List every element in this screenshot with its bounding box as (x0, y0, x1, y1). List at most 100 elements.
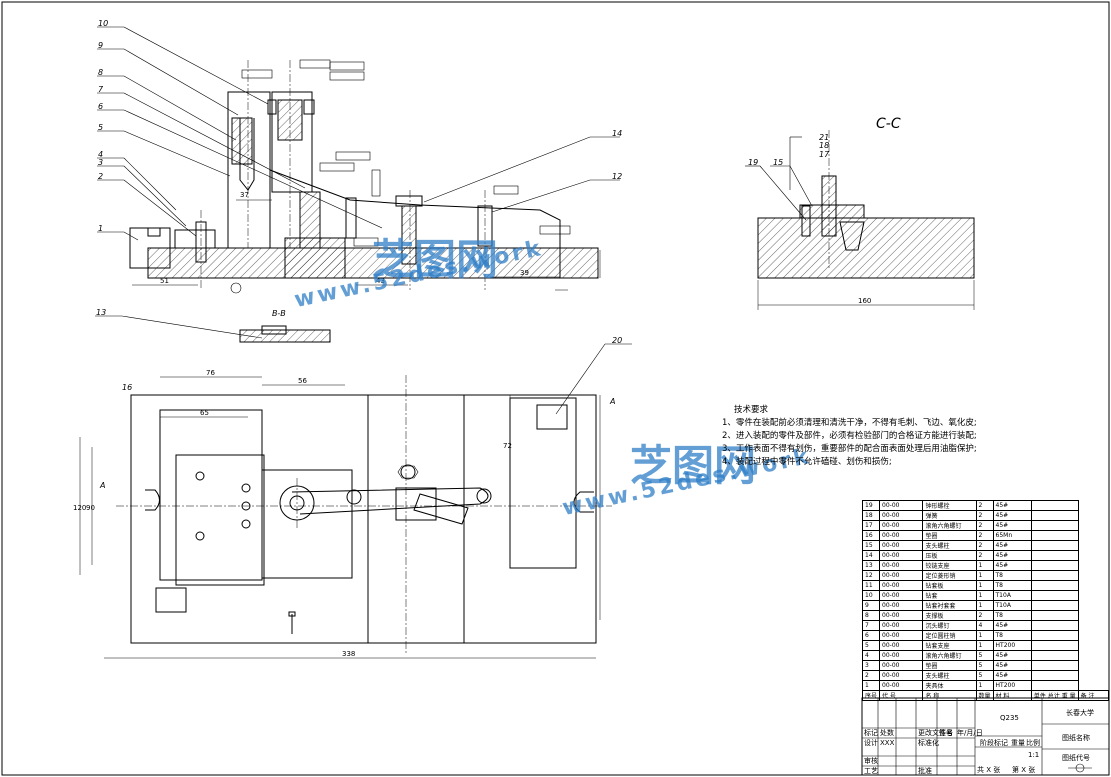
bom-cell: T8 (992, 630, 1032, 641)
watermark-cn-2: 芝图网 (630, 441, 757, 490)
dim-plan-56: 56 (298, 377, 307, 385)
dim-plan-120: 120 (73, 504, 86, 512)
tech-notes: 技术要求 1、零件在装配前必须清理和清洗干净，不得有毛刺、飞边、氧化皮; 2、进… (722, 404, 1062, 469)
tech-note-1: 1、零件在装配前必须清理和清洗干净，不得有毛刺、飞边、氧化皮; (722, 418, 977, 428)
bom-cell: 3 (861, 660, 881, 671)
bom-cell: 定位圆柱销 (922, 630, 977, 641)
bom-cell: 45# (992, 540, 1032, 551)
bom-cell: 钟形螺栓 (922, 500, 977, 511)
bom-cell: 1 (975, 560, 994, 571)
bom-cell: 19 (861, 500, 881, 511)
bom-cell: 9 (861, 600, 881, 611)
tb-stage: 阶段标记 (980, 738, 1008, 747)
balloon-8: 8 (98, 68, 103, 77)
bom-cell: 00-00 (879, 510, 924, 521)
bom-cell: 00-00 (879, 530, 924, 541)
balloon-leaders (95, 26, 813, 415)
tb-ratio: 比例 (1026, 738, 1040, 747)
balloon-13: 13 (96, 308, 106, 317)
dim-front-left: 51 (160, 277, 169, 285)
bom-cell: 00-00 (879, 620, 924, 631)
bom-cell (1030, 630, 1079, 641)
bom-cell: 钻套衬套套 (922, 600, 977, 611)
tb-sheet: 第 X 张 (1012, 765, 1035, 774)
dim-plan-90: 90 (86, 504, 95, 512)
bom-cell: 00-00 (879, 580, 924, 591)
bom-cell: 00-00 (879, 520, 924, 531)
bom-cell: 00-00 (879, 590, 924, 601)
bom-cell: 弹簧 (922, 510, 977, 521)
bom-cell: 18 (861, 510, 881, 521)
bom-cell: T10A (992, 590, 1032, 601)
bom-cell: 00-00 (879, 600, 924, 611)
dim-plan-76: 76 (206, 369, 215, 377)
section-c-title: C-C (876, 116, 901, 132)
balloon-3: 3 (98, 158, 103, 167)
balloon-15-c: 15 (773, 158, 783, 167)
front-view (129, 59, 601, 343)
bom-cell: 垫圈 (922, 530, 977, 541)
dim-plan-total: 338 (342, 650, 355, 658)
bom-cell: 5 (975, 660, 994, 671)
tb-sheets: 共 X 张 (977, 765, 1000, 774)
view-a-label: A (99, 481, 105, 490)
bom-cell: 17 (861, 520, 881, 531)
bom-cell: 1 (975, 680, 994, 691)
bom-cell: 7 (861, 620, 881, 631)
bom-cell: 沉头螺钉 (922, 620, 977, 631)
bom-cell: 6 (861, 630, 881, 641)
bom-cell (1030, 660, 1079, 671)
bom-cell: 00-00 (879, 660, 924, 671)
watermark-cn-1: 芝图网 (372, 235, 499, 284)
bom-cell: 45# (992, 560, 1032, 571)
bom-cell (1030, 590, 1079, 601)
bom-cell: HT200 (992, 680, 1032, 691)
bom-cell: 00-00 (879, 560, 924, 571)
bom-cell: 材 料 (992, 690, 1032, 701)
bom-cell: 2 (975, 500, 994, 511)
balloon-16: 16 (122, 383, 132, 392)
bom-cell: 12 (861, 570, 881, 581)
dim-plan-72: 72 (503, 442, 512, 450)
tb-date: 年/月/日 (957, 728, 983, 737)
tech-notes-title: 技术要求 (734, 405, 769, 415)
bom-cell: 00-00 (879, 500, 924, 511)
balloon-18-c: 18 (819, 141, 829, 150)
balloon-2: 2 (98, 172, 103, 181)
balloon-14: 14 (612, 129, 622, 138)
bom-cell: 10 (861, 590, 881, 601)
balloon-20: 20 (612, 336, 622, 345)
bom-cell: 00-00 (879, 630, 924, 641)
bom-cell: 00-00 (879, 550, 924, 561)
bom-cell: 钻套支座 (922, 640, 977, 651)
balloon-9: 9 (98, 41, 103, 50)
balloon-12: 12 (612, 172, 622, 181)
bom-cell: 支撑板 (922, 610, 977, 621)
bom-cell: 钻套板 (922, 580, 977, 591)
bom-cell: 备 注 (1077, 690, 1110, 701)
bom-cell: 45# (992, 500, 1032, 511)
dim-front-right: 39 (520, 269, 529, 277)
tech-note-4: 4、装配过程中零件不允许磕碰、划伤和损伤; (722, 457, 892, 467)
tech-note-3: 3、工作表面不得有划伤，重要部件的配合面表面处理后用油脂保护; (722, 444, 977, 454)
view-a-arrow-label: A (609, 397, 615, 406)
bom-cell (1030, 650, 1079, 661)
bom-cell: 1 (975, 570, 994, 581)
bom-cell: 5 (975, 670, 994, 681)
tb-craft: 工艺 (864, 767, 878, 775)
bom-cell (1030, 500, 1079, 511)
bom-cell: 名 称 (922, 690, 977, 701)
bom-cell: 1 (861, 680, 881, 691)
